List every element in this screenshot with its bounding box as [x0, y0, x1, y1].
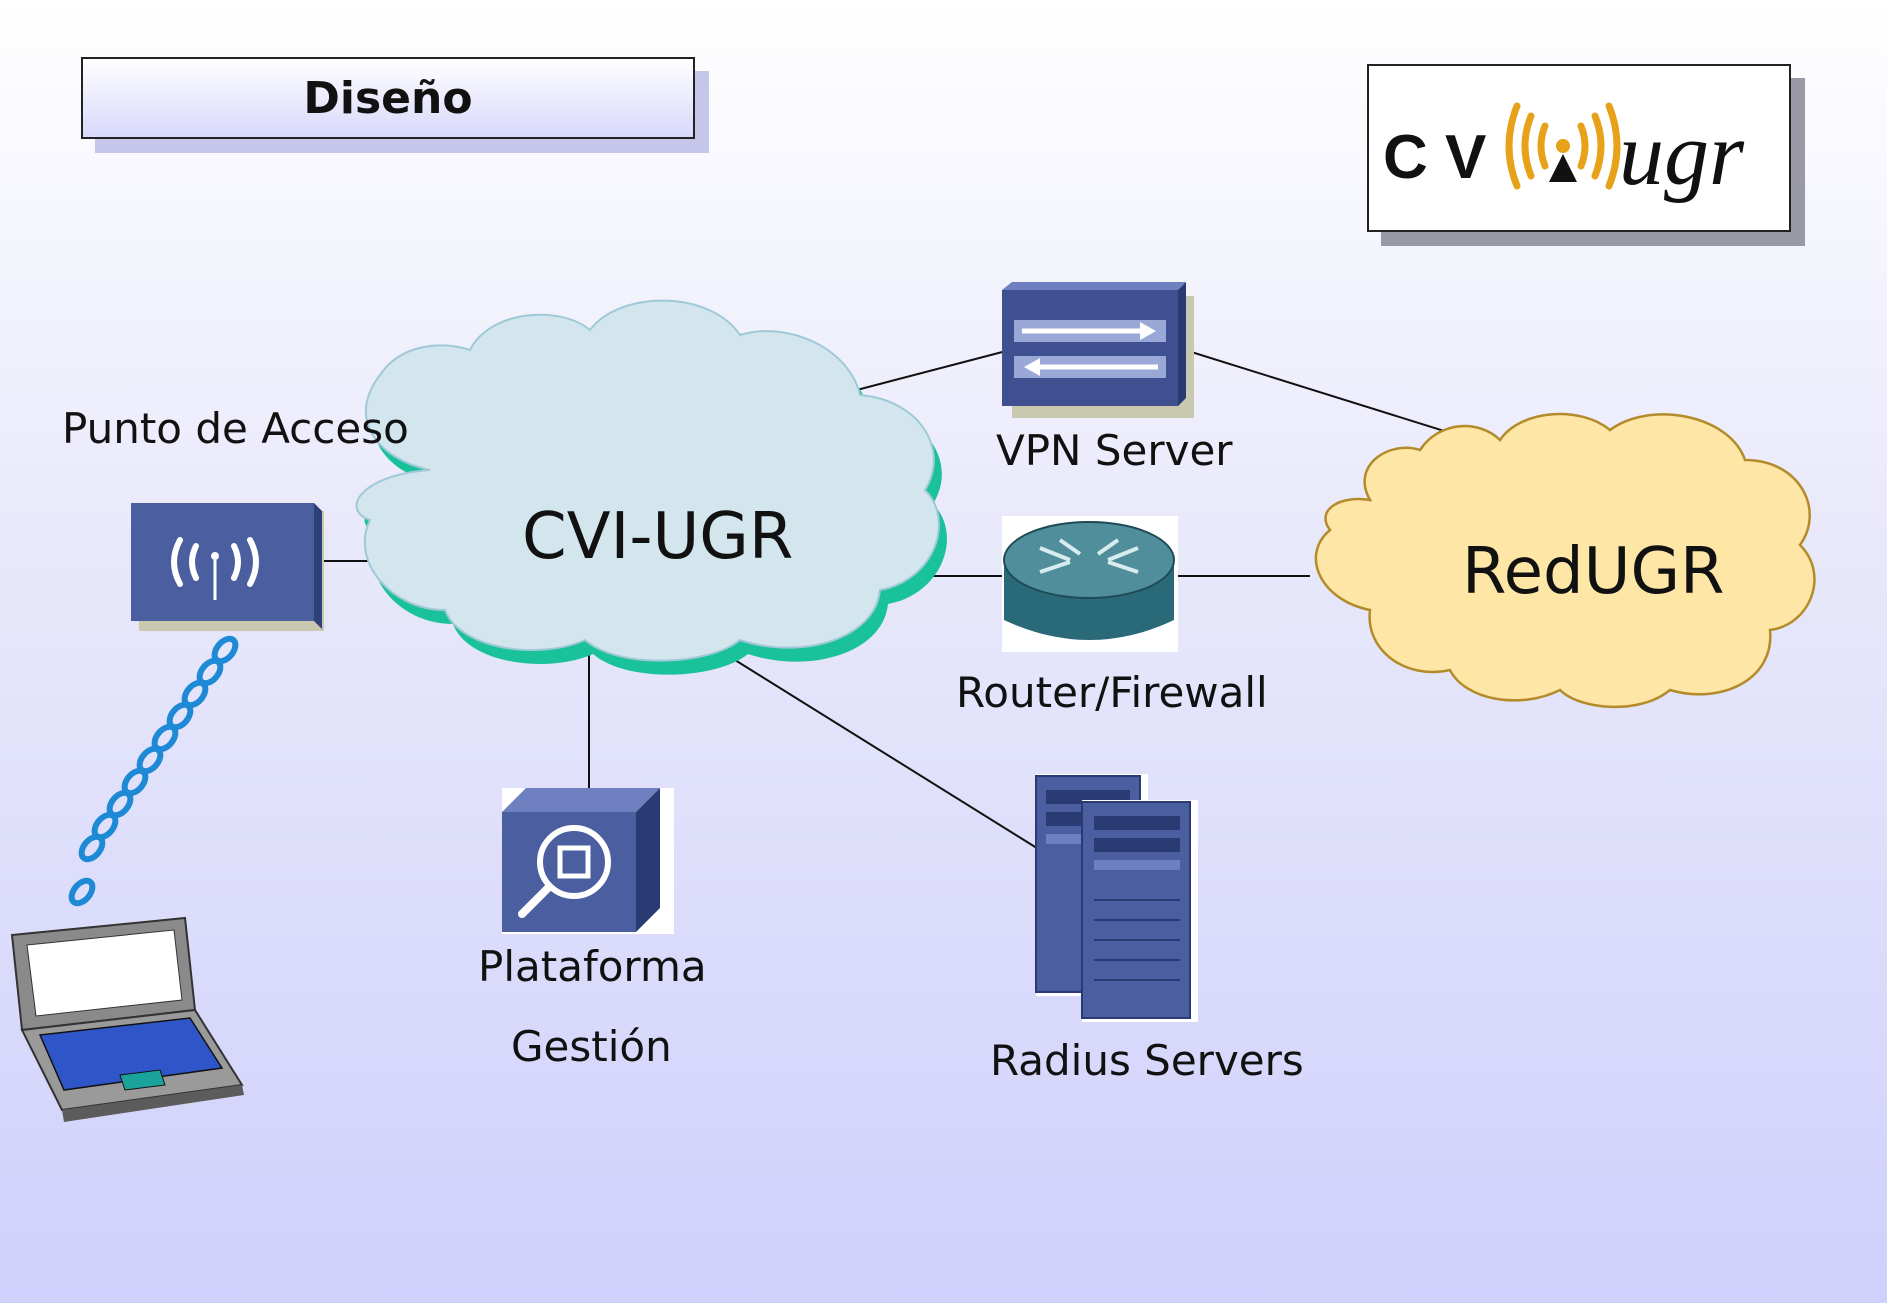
cvi-ugr-label: CVI-UGR — [522, 500, 794, 574]
platform-label-line2: Gestión — [511, 1022, 672, 1071]
cvi-ugr-logo: C V ugr — [1367, 64, 1791, 232]
access-point-icon — [131, 503, 324, 631]
management-platform-icon — [502, 788, 674, 934]
redugr-label: RedUGR — [1462, 535, 1725, 609]
wireless-signal-icon — [68, 635, 239, 907]
laptop-icon — [10, 916, 244, 1122]
logo-text-right: ugr — [1619, 105, 1745, 204]
radius-servers-label: Radius Servers — [990, 1036, 1304, 1085]
cvi-ugr-cloud — [355, 299, 947, 675]
platform-label-line1: Plataforma — [478, 942, 707, 991]
vpn-server-label: VPN Server — [996, 426, 1233, 475]
link-cvi-radius — [734, 659, 1041, 851]
vpn-server-icon — [1002, 282, 1194, 418]
logo-text-left: C V — [1383, 123, 1486, 192]
router-firewall-icon — [1002, 516, 1178, 652]
radius-servers-icon — [1035, 774, 1198, 1022]
logo-graphic: C V ugr — [1383, 102, 1745, 204]
redugr-cloud — [1314, 412, 1816, 709]
router-firewall-label: Router/Firewall — [956, 668, 1268, 717]
logo-antenna-icon — [1505, 102, 1621, 190]
page-title: Diseño — [81, 57, 695, 139]
access-point-label: Punto de Acceso — [62, 404, 409, 453]
